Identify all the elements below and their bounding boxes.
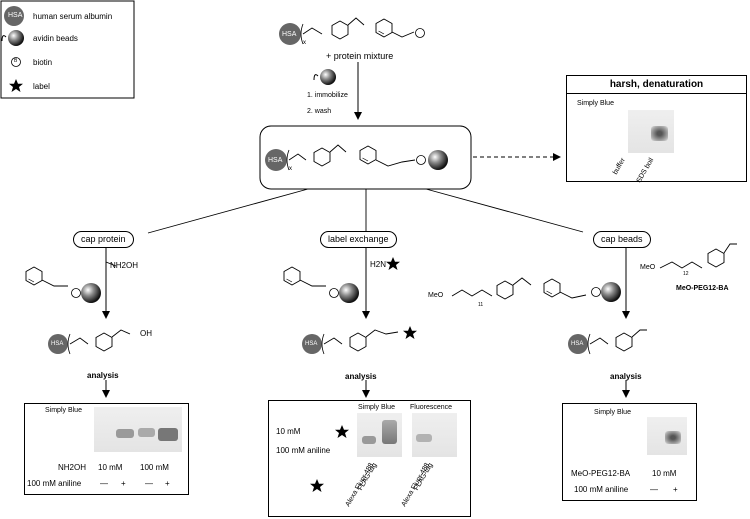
middle-hsa-symbol: HSA: [305, 341, 318, 347]
meo-right: MeO: [640, 264, 656, 271]
gel-band: [362, 436, 376, 444]
legend-hsa-symbol: HSA: [8, 12, 23, 19]
legend-label-biotin: biotin: [33, 58, 53, 67]
reagent-name: MeO-PEG12-BA: [676, 285, 729, 292]
center-hsa-symbol: HSA: [268, 157, 283, 164]
gel-band: [382, 420, 397, 444]
gel-band: [138, 428, 155, 437]
gel-band: [665, 431, 681, 444]
legend-biotin-symbol: B: [14, 58, 18, 64]
cap-beads-row2-v2: +: [673, 485, 678, 494]
gel-band: [116, 429, 134, 438]
center-x-subscript: x: [289, 166, 292, 172]
immobilized-complex-box: [259, 125, 472, 190]
step-wash: 2. wash: [307, 108, 332, 115]
cap-beads-pill: cap beads: [593, 231, 651, 248]
cap-protein-row1-label: NH2OH: [58, 463, 87, 472]
cap-protein-row1-v1: 10 mM: [98, 463, 123, 472]
oxime-oh: OH: [140, 329, 152, 338]
gel-band: [416, 434, 432, 442]
legend-label-label: label: [33, 82, 50, 91]
cap-beads-row2-v1: —: [650, 485, 658, 494]
legend-label-hsa: human serum albumin: [33, 12, 113, 21]
label-exchange-cond1: 10 mM: [276, 427, 301, 436]
cap-protein-row2-v1: —: [100, 479, 108, 488]
denature-stain-label: Simply Blue: [577, 100, 614, 107]
denature-band-sds: [651, 126, 668, 141]
right-analysis: analysis: [610, 372, 642, 381]
sub-12: 12: [683, 271, 689, 277]
gel-band: [158, 428, 178, 441]
cap-protein-row2-label: 100 mM aniline: [27, 479, 82, 488]
hsa-legend-icon: [4, 6, 24, 26]
cap-beads-row1-label: MeO-PEG12-BA: [571, 469, 631, 478]
cap-protein-row1-v2: 100 mM: [140, 463, 169, 472]
biotin-legend-icon: [11, 57, 21, 67]
label-exchange-pill: label exchange: [320, 231, 397, 248]
cap-protein-row2-v2: +: [121, 479, 126, 488]
cap-beads-stain: Simply Blue: [594, 409, 631, 416]
label-legend-icon: [9, 79, 23, 92]
middle-analysis: analysis: [345, 372, 377, 381]
top-hsa-symbol: HSA: [282, 31, 297, 38]
hsa-top-icon: [279, 23, 301, 45]
cap-protein-row2-v3: —: [145, 479, 153, 488]
step-immobilize: 1. immobilize: [307, 92, 348, 99]
label-reagent-h2n: H2N: [370, 260, 387, 269]
legend-label-avidin: avidin beads: [33, 34, 78, 43]
denaturation-title: harsh, denaturation: [567, 76, 746, 94]
label-exchange-stain2: Fluorescence: [410, 404, 453, 411]
left-hsa-symbol: HSA: [51, 341, 64, 347]
label-exchange-stain1: Simply Blue: [358, 404, 395, 411]
nh2oh-reagent: NH2OH: [110, 261, 139, 270]
cap-beads-row2-label: 100 mM aniline: [574, 485, 629, 494]
meo-left: MeO: [428, 292, 444, 299]
cap-beads-row1-value: 10 mM: [652, 469, 677, 478]
sub-11: 11: [478, 302, 484, 308]
protein-mixture-text: + protein mixture: [326, 51, 394, 61]
cap-protein-stain: Simply Blue: [45, 407, 82, 414]
avidin-bead-step-icon: [320, 69, 336, 85]
left-analysis: analysis: [87, 371, 119, 380]
right-hsa-symbol: HSA: [571, 341, 584, 347]
top-x-subscript: x: [303, 40, 306, 46]
cap-protein-row2-v4: +: [165, 479, 170, 488]
label-exchange-cond2: 100 mM aniline: [276, 446, 331, 455]
cap-protein-pill: cap protein: [73, 231, 134, 248]
avidin-bead-legend-icon: [8, 30, 24, 46]
